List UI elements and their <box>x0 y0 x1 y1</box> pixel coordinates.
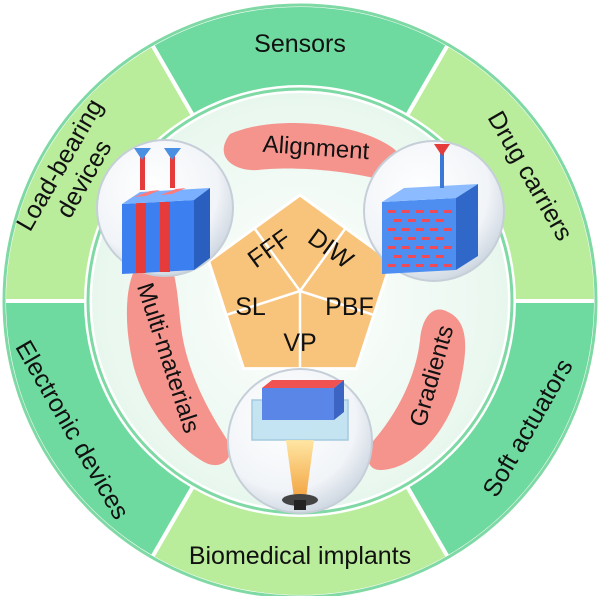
gradients-band <box>367 309 466 470</box>
technique-label-sl: SL <box>235 293 266 321</box>
pentagon-divider <box>298 227 347 292</box>
application-label-biomedical-implants: Biomedical implants <box>189 542 411 570</box>
alignment-band <box>223 122 404 181</box>
technique-label-pbf: PBF <box>325 293 374 321</box>
fff-block-illustration <box>96 139 234 277</box>
pentagon-divider <box>225 289 301 317</box>
vp-block-illustration <box>227 368 373 514</box>
feature-bands <box>126 122 466 470</box>
multi-materials-band <box>126 251 231 466</box>
pentagon-divider <box>299 289 375 317</box>
application-ring <box>1 3 599 599</box>
application-label-sensors: Sensors <box>254 30 346 58</box>
diw-block-illustration <box>363 140 505 282</box>
pentagon-divider <box>253 227 302 292</box>
technique-label-vp: VP <box>283 329 316 357</box>
